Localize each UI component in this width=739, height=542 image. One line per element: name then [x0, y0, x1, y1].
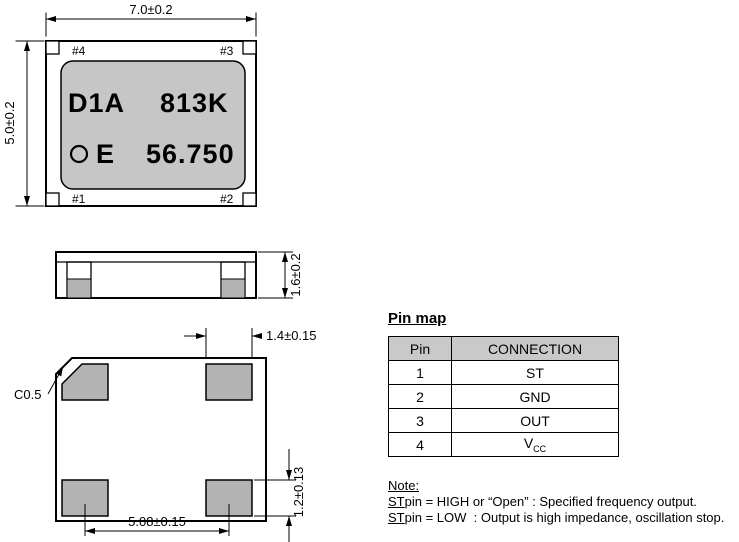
pad-label-2: #2	[220, 192, 234, 206]
marking-line2-right: 56.750	[146, 139, 235, 169]
pin-connection: VCC	[451, 432, 619, 457]
arrowhead-icon	[24, 196, 30, 206]
pad-height-dimension-label: 1.2±0.13	[291, 467, 306, 518]
bottom-pad-3	[205, 363, 253, 401]
arrowhead-icon	[85, 528, 95, 534]
marking-line2-left: E	[96, 139, 115, 169]
arrowhead-icon	[219, 528, 229, 534]
arrowhead-icon	[252, 333, 262, 339]
arrowhead-icon	[24, 41, 30, 51]
chamfer-label: C0.5	[14, 387, 41, 402]
side-height-dimension: 1.6±0.2	[258, 251, 303, 299]
pad-pitch-dimension-label: 5.08±0.15	[128, 514, 186, 529]
marking-line1-left: D1A	[68, 88, 125, 118]
note-title: Note:	[388, 478, 420, 493]
top-height-dimension: 5.0±0.2	[2, 40, 45, 207]
pad-label-1: #1	[72, 192, 86, 206]
table-row: 3 OUT	[388, 408, 619, 433]
pad-width-dimension-label: 1.4±0.15	[266, 328, 317, 343]
st-pin-ref: ST	[388, 494, 405, 509]
top-height-dimension-label: 5.0±0.2	[2, 101, 17, 144]
pin-number: 2	[388, 384, 452, 409]
arrowhead-icon	[196, 333, 206, 339]
corner-terminal	[45, 40, 60, 55]
pin-map-title: Pin map	[388, 310, 447, 327]
marking-area	[60, 60, 246, 190]
bottom-pad-4	[61, 363, 109, 401]
vcc-main: V	[523, 435, 534, 452]
pin-map-table: Pin CONNECTION 1 ST 2 GND 3 OUT 4	[388, 336, 619, 457]
corner-terminal	[45, 192, 60, 207]
arrowhead-icon	[282, 252, 288, 262]
pad-label-3: #3	[220, 44, 234, 58]
arrowhead-icon	[282, 288, 288, 298]
pin-map: Pin map Pin CONNECTION 1 ST 2 GND 3	[388, 310, 619, 457]
table-row: 1 ST	[388, 360, 619, 385]
table-row: 4 VCC	[388, 432, 619, 457]
chamfer-callout: C0.5	[14, 366, 64, 402]
side-height-dimension-label: 1.6±0.2	[288, 253, 303, 296]
arrowhead-icon	[246, 16, 256, 22]
arrowhead-icon	[56, 367, 63, 377]
table-row: 2 GND	[388, 384, 619, 409]
arrowhead-icon	[286, 516, 292, 526]
pin-number: 4	[388, 432, 452, 457]
corner-terminal	[242, 192, 257, 207]
note-section: Note: STpin = HIGH or “Open” : Specified…	[388, 478, 724, 526]
corner-terminal	[242, 40, 257, 55]
top-width-dimension: 7.0±0.2	[45, 2, 257, 37]
pin-connection: OUT	[451, 408, 619, 433]
table-header-row: Pin CONNECTION	[388, 336, 619, 361]
arrowhead-icon	[46, 16, 56, 22]
pin-connection: GND	[451, 384, 619, 409]
pad-width-dimension: 1.4±0.15	[184, 328, 317, 361]
arrowhead-icon	[286, 470, 292, 480]
note-line-1: STpin = HIGH or “Open” : Specified frequ…	[388, 494, 697, 509]
note-line-2: STpin = LOW : Output is high impedance, …	[388, 510, 725, 525]
pad-label-4: #4	[72, 44, 86, 58]
pin-number: 3	[388, 408, 452, 433]
pin-column-header: Pin	[388, 336, 452, 361]
side-terminal-pad	[66, 278, 92, 299]
pin-number: 1	[388, 360, 452, 385]
top-view: 7.0±0.2 5.0±0.2 #4 #3 #1 #2	[2, 2, 257, 207]
index-mark-icon	[69, 144, 89, 164]
bottom-view: 1.4±0.15 C0.5 5.08±0.15	[14, 328, 317, 542]
st-pin-ref: ST	[388, 510, 405, 525]
pad-pitch-dimension: 5.08±0.15	[84, 504, 230, 536]
pin-connection: ST	[451, 360, 619, 385]
top-width-dimension-label: 7.0±0.2	[129, 2, 172, 17]
pad-height-dimension: 1.2±0.13	[254, 449, 306, 542]
side-view: 1.6±0.2	[55, 251, 303, 299]
marking-line1-right: 813K	[160, 88, 229, 118]
side-terminal-pad	[220, 278, 246, 299]
connection-column-header: CONNECTION	[451, 336, 619, 361]
vcc-subscript: CC	[533, 443, 547, 454]
